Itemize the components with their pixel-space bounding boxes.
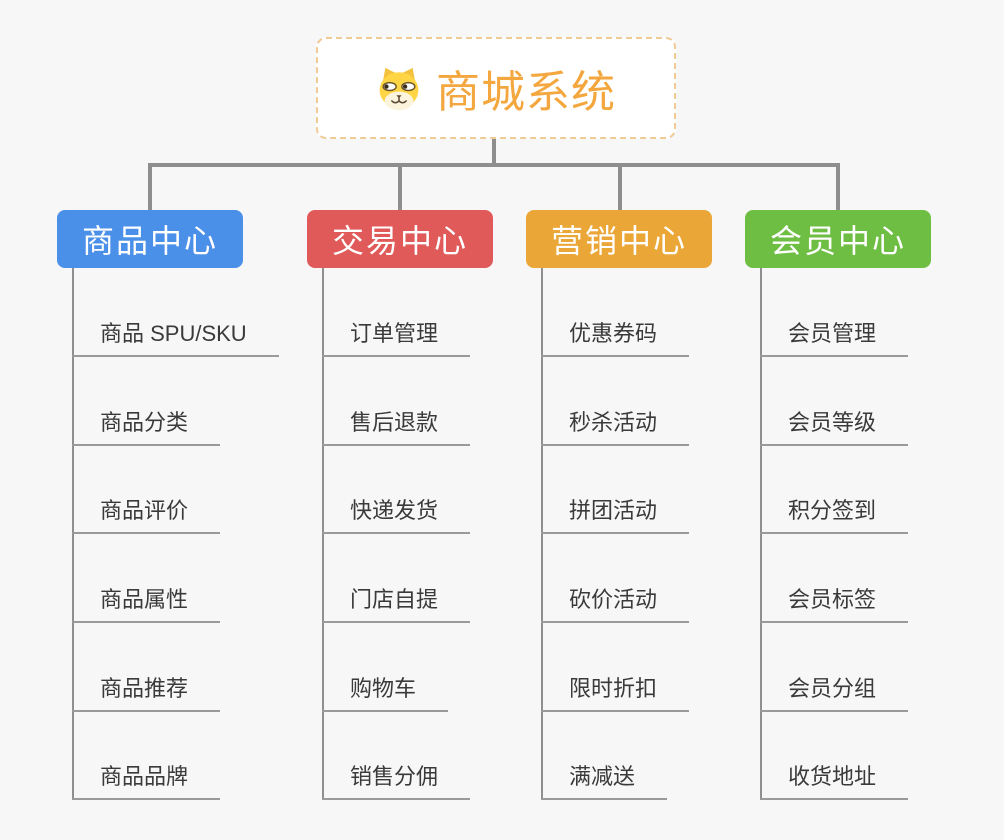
child-node[interactable]: 限时折扣 [541, 676, 690, 712]
child-node[interactable]: 商品评价 [72, 498, 221, 534]
child-node[interactable]: 会员标签 [760, 587, 909, 623]
child-node[interactable]: 秒杀活动 [541, 410, 690, 446]
root-node[interactable]: 商城系统 [316, 37, 676, 139]
child-node[interactable]: 积分签到 [760, 498, 909, 534]
child-node[interactable]: 商品推荐 [72, 676, 221, 712]
child-node[interactable]: 会员管理 [760, 321, 909, 357]
child-node[interactable]: 商品品牌 [72, 764, 221, 800]
child-node[interactable]: 订单管理 [322, 321, 471, 357]
child-node[interactable]: 拼团活动 [541, 498, 690, 534]
branch-trunk-line [760, 268, 762, 800]
connector-cross-bar [148, 163, 840, 167]
child-node[interactable]: 售后退款 [322, 410, 471, 446]
connector-drop [836, 163, 840, 210]
branch-trunk-line [541, 268, 543, 800]
child-node[interactable]: 商品属性 [72, 587, 221, 623]
branch-node-marketing-center[interactable]: 营销中心 [526, 210, 712, 268]
branch-trunk-line [72, 268, 74, 800]
child-node[interactable]: 会员分组 [760, 676, 909, 712]
dog-face-icon [376, 65, 422, 111]
child-node[interactable]: 优惠券码 [541, 321, 690, 357]
child-node[interactable]: 收货地址 [760, 764, 909, 800]
child-node[interactable]: 商品分类 [72, 410, 221, 446]
branch-node-trade-center[interactable]: 交易中心 [307, 210, 493, 268]
child-node[interactable]: 购物车 [322, 676, 449, 712]
child-node[interactable]: 销售分佣 [322, 764, 471, 800]
child-node[interactable]: 门店自提 [322, 587, 471, 623]
child-node[interactable]: 砍价活动 [541, 587, 690, 623]
connector-root-stem [492, 139, 496, 167]
child-node[interactable]: 商品 SPU/SKU [72, 321, 279, 357]
child-node[interactable]: 会员等级 [760, 410, 909, 446]
branch-node-member-center[interactable]: 会员中心 [745, 210, 931, 268]
branch-trunk-line [322, 268, 324, 800]
branch-node-product-center[interactable]: 商品中心 [57, 210, 243, 268]
root-title: 商城系统 [436, 68, 616, 117]
connector-drop [398, 163, 402, 210]
connector-drop [148, 163, 152, 210]
child-node[interactable]: 满减送 [541, 764, 668, 800]
connector-drop [618, 163, 622, 210]
child-node[interactable]: 快递发货 [322, 498, 471, 534]
